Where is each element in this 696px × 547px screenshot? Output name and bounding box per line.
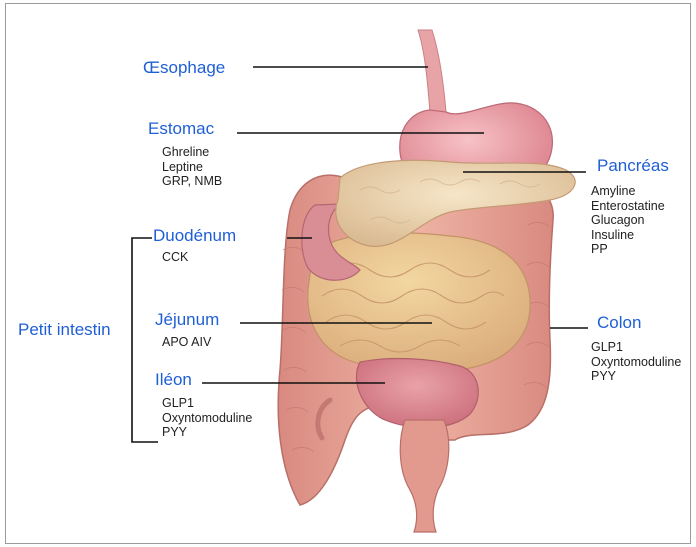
label-oesophage: Œsophage xyxy=(143,59,225,76)
jejunum-shape xyxy=(308,233,530,372)
label-duodenum: Duodénum xyxy=(153,227,236,244)
hormone-item: APO AIV xyxy=(162,335,211,350)
hormones-colon: GLP1 Oxyntomoduline PYY xyxy=(591,340,681,384)
hormone-item: Oxyntomoduline xyxy=(162,411,252,426)
hormone-item: Amyline xyxy=(591,184,665,199)
hormones-jejunum: APO AIV xyxy=(162,335,211,350)
label-colon: Colon xyxy=(597,314,641,331)
hormone-item: CCK xyxy=(162,250,188,265)
hormones-duodenum: CCK xyxy=(162,250,188,265)
hormone-item: Leptine xyxy=(162,160,222,175)
hormones-estomac: Ghreline Leptine GRP, NMB xyxy=(162,145,222,189)
rectum-shape xyxy=(400,420,449,532)
hormone-item: Enterostatine xyxy=(591,199,665,214)
label-estomac: Estomac xyxy=(148,120,214,137)
hormone-item: Insuline xyxy=(591,228,665,243)
label-pancreas: Pancréas xyxy=(597,157,669,174)
hormone-item: GRP, NMB xyxy=(162,174,222,189)
hormone-item: GLP1 xyxy=(591,340,681,355)
hormone-item: Ghreline xyxy=(162,145,222,160)
hormone-item: PP xyxy=(591,242,665,257)
oesophagus-shape xyxy=(418,30,446,112)
label-jejunum: Jéjunum xyxy=(155,311,219,328)
hormone-item: PYY xyxy=(591,369,681,384)
hormone-item: Oxyntomoduline xyxy=(591,355,681,370)
hormone-item: Glucagon xyxy=(591,213,665,228)
ileon-shape xyxy=(356,359,478,428)
hormone-item: PYY xyxy=(162,425,252,440)
petit-intestin-bracket xyxy=(132,238,158,442)
label-petit-intestin: Petit intestin xyxy=(18,321,111,338)
label-ileon: Iléon xyxy=(155,371,192,388)
hormones-ileon: GLP1 Oxyntomoduline PYY xyxy=(162,396,252,440)
hormones-pancreas: Amyline Enterostatine Glucagon Insuline … xyxy=(591,184,665,257)
hormone-item: GLP1 xyxy=(162,396,252,411)
